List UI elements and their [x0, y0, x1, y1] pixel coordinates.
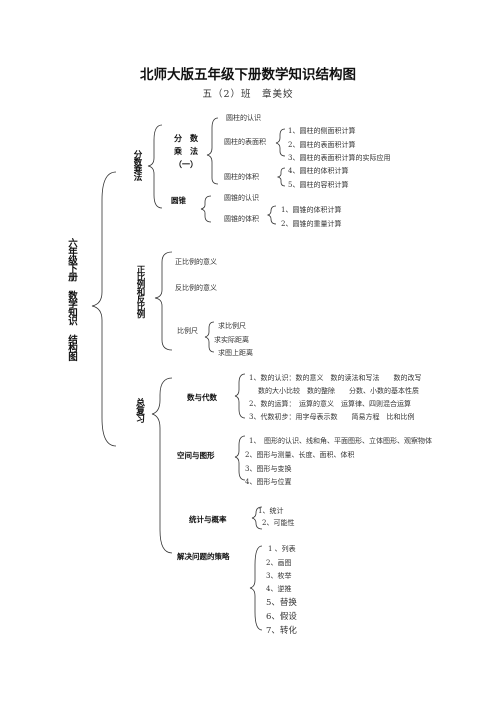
page-subtitle: 五（2）班 章美姣 [202, 89, 294, 100]
numbers-item: 1、数的认识：数的意义 数的读法和写法 数的改写 [249, 374, 422, 382]
stats-item: 1、统计 [258, 507, 284, 515]
section3-bracket [151, 377, 173, 554]
strategy-item: 3、枚举 [266, 572, 292, 580]
numbers-label: 数与代数 [187, 393, 217, 402]
surface-item: 3、圆柱的表面积计算的实际应用 [288, 154, 391, 162]
strategy-label: 解决问题的策略 [177, 552, 230, 561]
space-item: 1、 图形的认识、线和角、平面图形、立体图形、观察物体 [249, 437, 432, 445]
numbers-item: 数的大小比较 数的整除 分数、小数的基本性质 [258, 387, 419, 395]
section1-bracket [147, 124, 163, 209]
strategy-item: 2、画图 [266, 559, 292, 567]
strategy-item: 4、逆推 [266, 585, 292, 593]
section2-item: 比例尺 [177, 327, 198, 335]
cone-label: 圆锥 [171, 196, 186, 205]
section2-item: 反比例的意义 [175, 284, 217, 292]
strategy-item: 1 、列表 [268, 545, 296, 553]
stats-item: 2、可能性 [262, 519, 295, 527]
strategy-item: 6、假设 [266, 612, 297, 622]
section2-item: 正比例的意义 [175, 258, 217, 266]
sub1-item: 圆柱的认识 [226, 114, 261, 122]
root-label: 六年级下册 数学知识 结构图 [66, 238, 77, 360]
strategy-item: 5、替换 [266, 598, 297, 608]
section1-label: 分数乘法 [132, 150, 142, 180]
space-label: 空间与图形 [177, 451, 215, 460]
space-item: 4、图形与位置 [245, 478, 292, 486]
space-item: 2、图形与测量、长度、面积、体积 [245, 451, 355, 459]
section2-bracket [154, 251, 173, 351]
volume-item: 4、圆柱的体积计算 [288, 167, 349, 175]
volume-item: 5、圆柱的容积计算 [288, 181, 349, 189]
sub1-label: 分 数 乘 法 （一） [174, 134, 198, 169]
cone-item: 圆锥的认识 [224, 194, 259, 202]
page-title: 北师大版五年级下册数学知识结构图 [140, 67, 356, 83]
section2-label: 正比例和反比例 [135, 265, 145, 318]
cone-item: 圆锥的体积 [224, 215, 259, 223]
numbers-item: 2、数的运算： 运算的意义 运算律、四则混合运算 [249, 400, 411, 408]
stats-label: 统计与概率 [189, 515, 227, 524]
surface-item: 1、圆柱的侧面积计算 [288, 127, 356, 135]
scale-item: 求图上距离 [218, 349, 253, 357]
sub1-item: 圆柱的表面积 [224, 138, 266, 146]
root-bracket [91, 171, 117, 447]
sub1-bracket [206, 117, 219, 185]
sub1-item: 圆柱的体积 [224, 173, 259, 181]
section3-label: 总复习 [134, 398, 144, 422]
numbers-item: 3、代数初步：用字母表示数 简易方程 比和比例 [249, 413, 415, 421]
cone-volume-item: 1、圆锥的体积计算 [281, 206, 342, 214]
cone-volume-item: 2、圆锥的重量计算 [281, 220, 342, 228]
scale-item: 求实际距离 [214, 336, 249, 344]
space-item: 3、图形与变换 [245, 465, 292, 473]
strategy-item: 7、转化 [266, 626, 297, 636]
surface-item: 2、圆柱的表面积计算 [288, 141, 356, 149]
scale-item: 求比例尺 [218, 322, 246, 330]
